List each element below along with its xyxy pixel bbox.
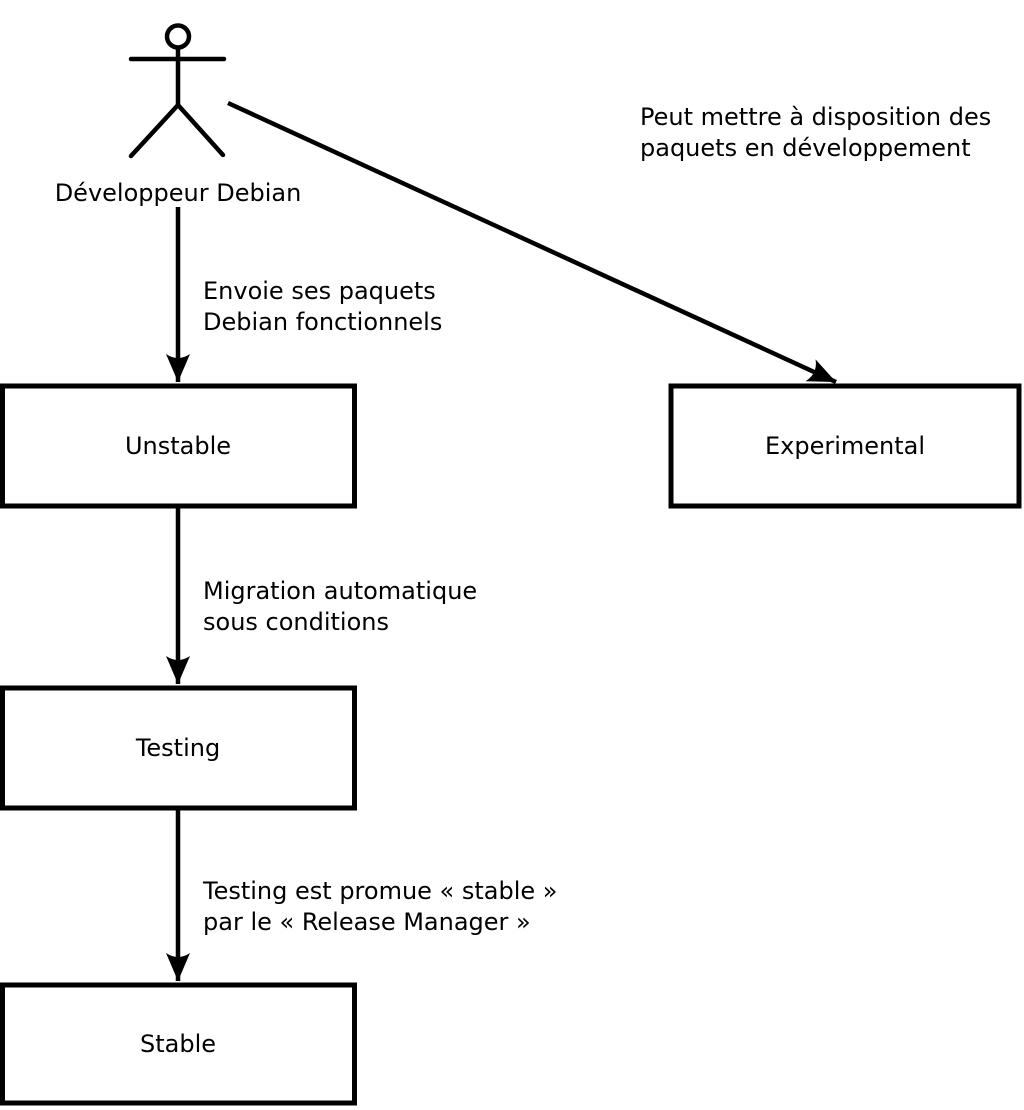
stick-figure-left-leg <box>128 102 181 159</box>
box-unstable: Unstable <box>0 383 357 509</box>
edge-label-line: Debian fonctionnels <box>203 308 442 336</box>
actor-developer: Développeur Debian <box>55 23 302 207</box>
box-unstable-label: Unstable <box>125 432 231 460</box>
edge-label-line: Envoie ses paquets <box>203 277 436 305</box>
edge-label-line: sous conditions <box>203 608 389 636</box>
box-testing: Testing <box>0 685 357 811</box>
box-stable-rect <box>0 982 357 1106</box>
edge-label-line: paquets en développement <box>640 134 971 162</box>
box-experimental-label: Experimental <box>765 432 925 460</box>
box-experimental-rect <box>668 383 1022 509</box>
box-testing-label: Testing <box>135 734 220 762</box>
box-stable: Stable <box>0 982 357 1106</box>
stick-figure-head <box>164 23 192 50</box>
edge-label-experimental: Peut mettre à disposition des paquets en… <box>640 103 991 162</box>
edge-label-line: Testing est promue « stable » <box>202 877 557 905</box>
edge-label-line: par le « Release Manager » <box>203 908 531 936</box>
stick-figure-icon <box>128 23 227 159</box>
edge-label-unstable: Envoie ses paquets Debian fonctionnels <box>203 277 442 336</box>
edge-label-line: Migration automatique <box>203 577 477 605</box>
box-experimental: Experimental <box>668 383 1022 509</box>
actor-label: Développeur Debian <box>55 179 302 207</box>
box-testing-rect <box>0 685 357 811</box>
box-stable-label: Stable <box>140 1030 216 1058</box>
edge-label-stable: Testing est promue « stable » par le « R… <box>202 877 557 936</box>
arrow-developer-to-experimental <box>227 100 837 385</box>
edge-label-testing: Migration automatique sous conditions <box>203 577 477 636</box>
edge-label-line: Peut mettre à disposition des <box>640 103 991 131</box>
stick-figure-right-leg <box>175 102 226 158</box>
box-unstable-rect <box>0 383 357 509</box>
